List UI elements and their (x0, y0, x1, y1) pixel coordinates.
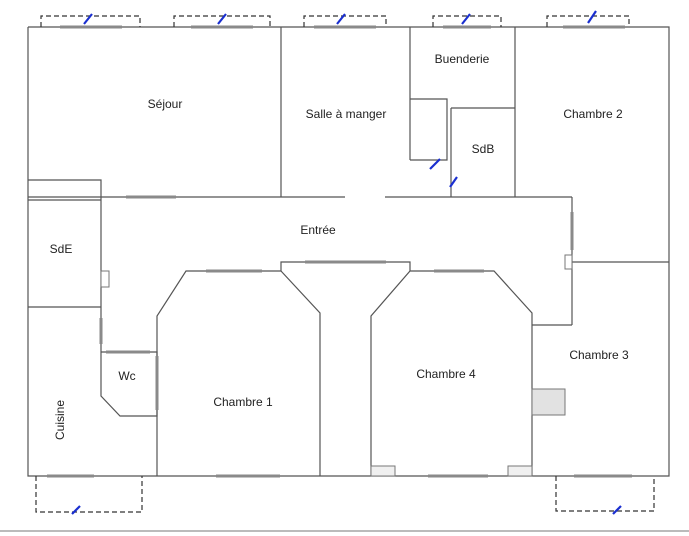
wall-switch-right (564, 254, 573, 270)
wall-switch-left (100, 270, 110, 288)
duct-block (531, 388, 566, 416)
room-label-chambre-2: Chambre 2 (563, 107, 623, 121)
vent-markers (71, 10, 622, 515)
interior-walls (28, 27, 669, 476)
room-labels: Séjour Salle à manger Buenderie SdB Cham… (50, 52, 629, 440)
room-label-entree: Entrée (300, 223, 336, 237)
floor-fixture-1 (370, 465, 396, 477)
fixtures (100, 254, 573, 477)
floor-fixture-2 (507, 465, 533, 477)
room-label-sdb: SdB (472, 142, 495, 156)
windows (47, 25, 632, 478)
exterior-walls (27, 26, 670, 477)
exterior-units (35, 15, 655, 513)
room-label-wc: Wc (118, 369, 135, 383)
room-label-buanderie: Buenderie (435, 52, 490, 66)
room-label-cuisine: Cuisine (53, 400, 67, 440)
room-label-sejour: Séjour (148, 97, 183, 111)
room-label-chambre-1: Chambre 1 (213, 395, 273, 409)
room-label-sde: SdE (50, 242, 73, 256)
room-label-chambre-3: Chambre 3 (569, 348, 629, 362)
room-label-salle-a-manger: Salle à manger (306, 107, 387, 121)
room-label-chambre-4: Chambre 4 (416, 367, 476, 381)
